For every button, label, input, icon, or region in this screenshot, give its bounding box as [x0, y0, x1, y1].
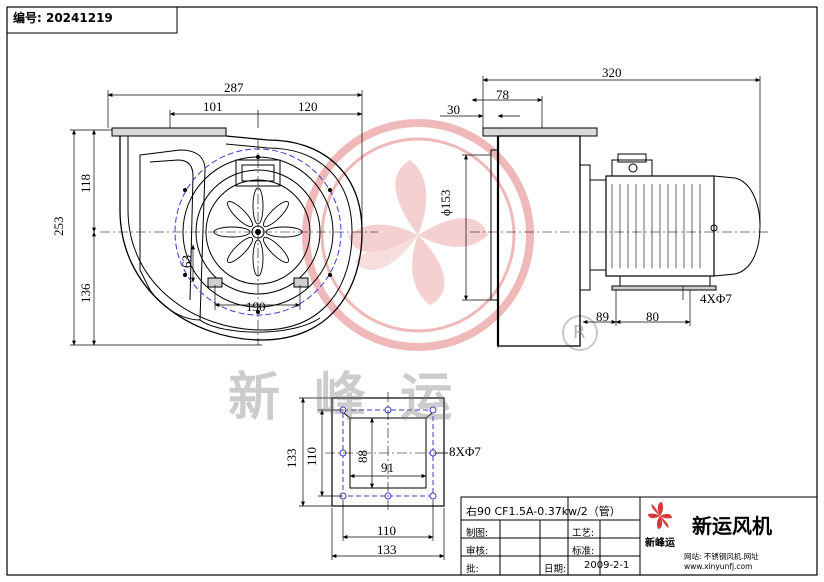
- date-value: 2009-2-1: [584, 560, 630, 571]
- dim-upper-height: 118: [78, 173, 93, 193]
- standard-label: 标准:: [572, 546, 595, 557]
- watermark-logo: [302, 119, 534, 351]
- dim-hole-spacing: 63: [179, 255, 194, 268]
- registered-mark-letter: R: [573, 322, 586, 343]
- company-logo-icon: [648, 502, 672, 529]
- dim-flange-hole-rows: 88: [355, 450, 370, 463]
- process-label: 工艺:: [572, 528, 595, 539]
- header-box: [6, 6, 178, 34]
- dim-lower-height: 136: [78, 283, 93, 304]
- website-line: 网站: 不锈钢风机.网址: [684, 552, 759, 561]
- logo-caption: 新峰运: [645, 538, 675, 549]
- dim-overall-length: 320: [602, 65, 622, 80]
- dim-left-part: 101: [203, 99, 223, 114]
- sheet-border: [6, 6, 818, 576]
- drawing-number: 编号: 20241219: [13, 11, 113, 25]
- dim-overall-width: 287: [224, 80, 244, 95]
- drafter-label: 制图:: [466, 528, 489, 539]
- dim-flange-inner-width: 110: [377, 523, 397, 538]
- approval-label: 批:: [466, 564, 479, 575]
- dim-foot-holes: 4XΦ7: [700, 291, 732, 306]
- dim-flange-hole-cols: 91: [381, 460, 394, 475]
- dim-right-part: 120: [298, 99, 318, 114]
- side-view: [482, 127, 761, 347]
- dim-flange-thickness: 30: [447, 102, 460, 117]
- company-name: 新运风机: [692, 514, 772, 538]
- dim-foot-spacing: 80: [646, 309, 659, 324]
- model-designation: 右90 CF1.5A-0.37kw/2（管）: [466, 505, 621, 518]
- dim-motor-offset: 89: [596, 309, 609, 324]
- dim-overall-height: 253: [51, 216, 66, 237]
- watermark-text: 新 峰 运: [228, 367, 461, 428]
- website-url: www.xinyunfj.com: [684, 562, 753, 571]
- dim-flange-bolt-holes: 8XΦ7: [449, 444, 481, 459]
- dim-inlet-circle: 190: [246, 299, 266, 314]
- title-block-frame: [460, 496, 818, 576]
- dim-flange-depth: 78: [496, 87, 509, 102]
- dim-flange-outer-height: 133: [284, 448, 299, 469]
- dim-flange-outer-width: 133: [377, 542, 397, 557]
- dim-flange-inner-height: 110: [304, 446, 319, 466]
- dim-outlet-diameter: ϕ153: [438, 189, 453, 216]
- date-label: 日期:: [544, 564, 567, 575]
- reviewer-label: 审核:: [466, 546, 489, 557]
- front-view: [111, 127, 363, 341]
